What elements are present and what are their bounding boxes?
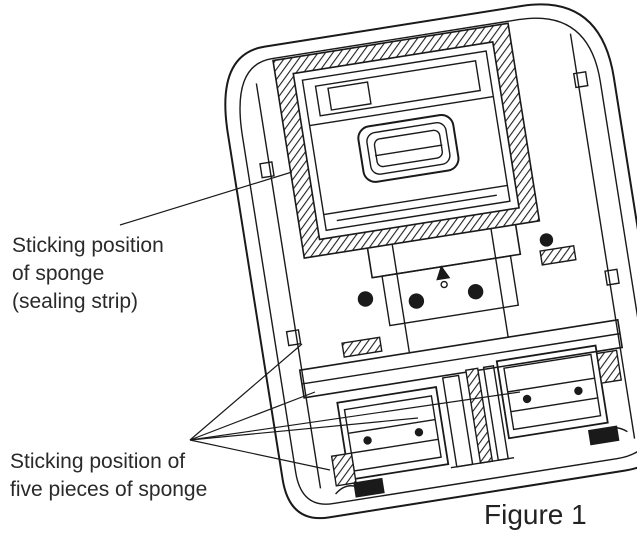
label-five-sponges-line1: Sticking position of: [10, 450, 185, 473]
sponge-pad: [341, 336, 383, 358]
inner-shell: [239, 17, 637, 505]
leader-lines: [119, 171, 521, 471]
leader-sponge-3: [189, 417, 419, 441]
center-window: [357, 114, 460, 183]
device-body: [224, 3, 637, 520]
leader-sponge-5: [189, 439, 331, 471]
leader-sponge-4: [189, 391, 521, 441]
figure-caption: Figure 1: [484, 499, 587, 530]
label-sealing-strip-line2: of sponge: [12, 262, 104, 285]
label-sealing-strip-line1: Sticking position: [12, 234, 164, 257]
label-five-sponges-line2: five pieces of sponge: [10, 478, 207, 501]
right-module: [495, 344, 609, 440]
leader-sponge-2: [189, 391, 316, 441]
left-module: [336, 386, 450, 481]
leader-sealing-strip: [119, 171, 293, 226]
sponge-pad: [539, 244, 577, 266]
window-frame: [292, 41, 520, 241]
leader-sponge-1: [189, 343, 303, 441]
outer-shell: [224, 3, 637, 520]
label-sealing-strip-line3: (sealing strip): [12, 290, 138, 313]
